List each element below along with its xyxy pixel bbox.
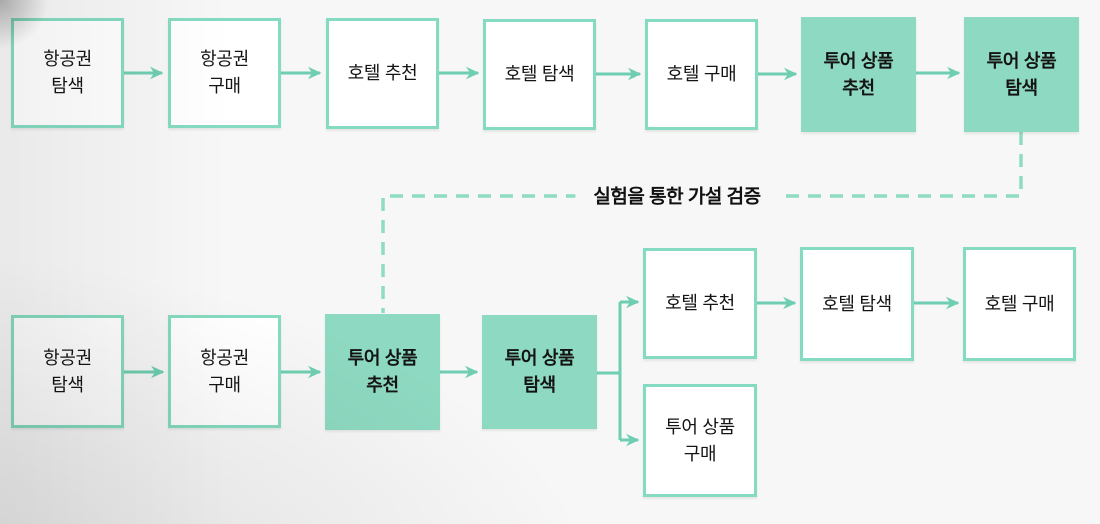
- top-step-flight-search: 항공권 탐색: [11, 18, 124, 128]
- bottom-step-flight-purchase: 항공권 구매: [168, 315, 281, 428]
- top-step-hotel-purchase: 호텔 구매: [645, 19, 758, 130]
- top-step-hotel-recommend: 호텔 추천: [326, 18, 439, 129]
- bottom-step-tour-recommend: 투어 상품 추천: [325, 314, 440, 430]
- top-step-flight-purchase: 항공권 구매: [168, 18, 281, 128]
- branch-step-hotel-purchase: 호텔 구매: [963, 247, 1076, 361]
- bottom-step-tour-search: 투어 상품 탐색: [482, 315, 597, 429]
- branch-step-hotel-search: 호텔 탐색: [800, 247, 914, 361]
- top-step-tour-search: 투어 상품 탐색: [964, 17, 1079, 132]
- branch-step-hotel-recommend: 호텔 추천: [643, 248, 757, 359]
- branch-step-tour-purchase: 투어 상품 구매: [643, 384, 757, 497]
- top-step-hotel-search: 호텔 탐색: [483, 19, 596, 130]
- experiment-annotation: 실험을 통한 가설 검증: [575, 178, 779, 212]
- top-step-tour-recommend: 투어 상품 추천: [801, 17, 916, 132]
- bottom-step-flight-search: 항공권 탐색: [11, 315, 124, 428]
